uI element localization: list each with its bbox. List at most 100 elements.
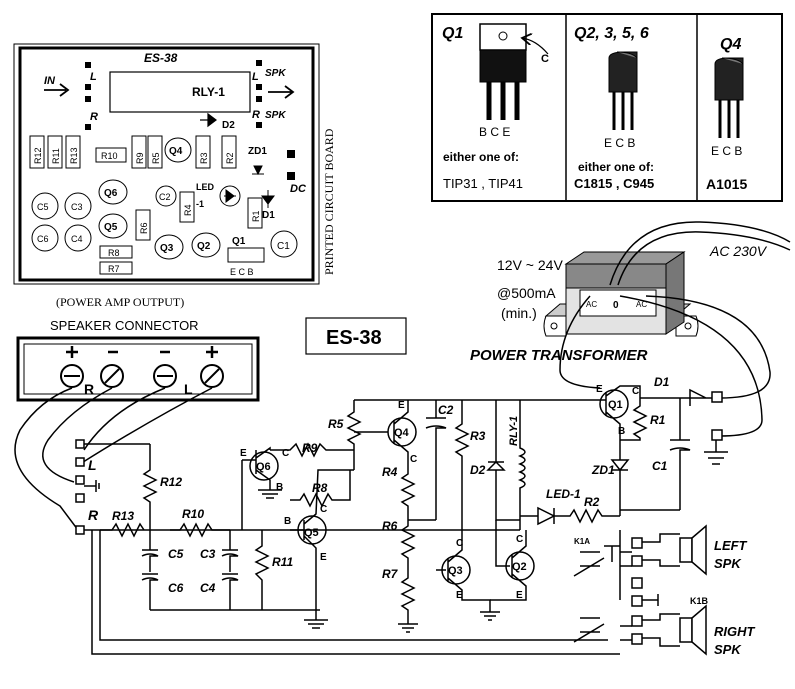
pcb-model: ES-38 [144, 51, 178, 65]
q1-parts: TIP31 , TIP41 [443, 176, 523, 191]
pcb-spk-arrow [268, 85, 295, 99]
pcb-r11: R11 [51, 148, 61, 164]
sch-d2: D2 [470, 463, 486, 477]
pcb-led-index: -1 [196, 199, 204, 209]
q2356-either: either one of: [578, 160, 654, 174]
pcb-c6: C6 [37, 234, 49, 244]
power-transformer: 12V ~ 24V @500mA (min.) AC 230V AC 0 AC … [470, 221, 791, 437]
transformer-voltage: 12V ~ 24V [497, 257, 563, 273]
q1-c-label: C [541, 53, 549, 65]
sch-c1: C1 [652, 459, 668, 473]
pcb-c2-label: C2 [159, 192, 171, 202]
sch-q2-e: E [516, 590, 523, 601]
pcb-spk-top: SPK [265, 68, 286, 79]
sch-q1-b: B [618, 426, 625, 437]
sch-q1: Q1 [608, 399, 623, 411]
pcb-c5: C5 [37, 202, 49, 212]
q2356-title: Q2, 3, 5, 6 [574, 25, 649, 42]
transistor-box: Q1 C B C E either one of: TIP31 , TIP41 … [431, 13, 783, 202]
sch-c5: C5 [168, 547, 184, 561]
sch-c4: C4 [200, 581, 216, 595]
pcb-relay-label: RLY-1 [192, 85, 225, 99]
connector-r: R [84, 381, 94, 397]
pcb-spk-l: L [252, 71, 259, 83]
pcb-relay [109, 71, 251, 113]
pcb-spk-r: R [252, 109, 260, 121]
connector-header2: SPEAKER CONNECTOR [50, 318, 199, 333]
pcb-q4-label: Q4 [169, 146, 183, 157]
pcb-zd1 [252, 165, 264, 176]
sch-right-spk-1: RIGHT [714, 624, 756, 639]
q1-tab [479, 23, 527, 51]
pcb-side-label: PRINTED CIRCUIT BOARD [322, 128, 336, 275]
sch-r5: R5 [328, 417, 344, 431]
pcb-r6-label: R6 [139, 222, 149, 234]
sch-in-r: R [88, 507, 99, 523]
sch-q5-e: E [320, 552, 327, 563]
sch-c2: C2 [438, 403, 454, 417]
transformer-ac-in: AC 230V [709, 243, 768, 259]
pcb-d1 [261, 190, 275, 208]
pcb-caps-left [31, 192, 92, 252]
pcb-dc-label: DC [290, 183, 307, 195]
pcb-r4 [179, 191, 195, 223]
q2356-parts: C1815 , C945 [574, 176, 654, 191]
sch-d1: D1 [654, 375, 670, 389]
sch-q6-c: C [282, 448, 289, 459]
pcb-r8 [99, 245, 133, 259]
pcb-r2: R2 [225, 152, 235, 164]
sch-q3-c: C [456, 538, 463, 549]
pcb-r10: R10 [101, 151, 118, 161]
pcb-r13: R13 [69, 147, 79, 164]
pcb-d2 [200, 112, 217, 128]
q1-title: Q1 [442, 25, 463, 42]
pcb-c2 [155, 185, 177, 207]
transformer-terminal-block [579, 289, 657, 317]
pcb-q5-label: Q5 [104, 222, 118, 233]
pcb-led-label: LED [196, 182, 215, 192]
pcb-in-r: R [90, 111, 98, 123]
pcb-r1-label: R1 [251, 210, 261, 222]
pcb-q1-label: Q1 [232, 236, 246, 247]
sch-left-spk-2: SPK [714, 556, 742, 571]
q2356-pins: E C B [604, 136, 635, 150]
pcb-q6 [98, 179, 128, 205]
connector-l: L [184, 381, 193, 397]
pcb-r7-label: R7 [108, 264, 120, 274]
pcb-panel: ES-38 RLY-1 IN L R SPK SPK L R PRINTED C… [13, 43, 336, 285]
pcb-c4: C4 [71, 234, 83, 244]
schematic-labels: L R R12 R13 R10 C5 C6 C3 C4 R11 Q5 Q6 R8… [88, 375, 756, 657]
pcb-q1 [227, 247, 265, 263]
sch-c6: C6 [168, 581, 184, 595]
transformer-zero: 0 [613, 300, 619, 311]
sch-r10: R10 [182, 507, 204, 521]
q2356-body [608, 51, 638, 93]
sch-q4-e: E [398, 400, 405, 411]
pcb-r6 [135, 209, 151, 241]
q4-body [714, 57, 744, 101]
q1-either: either one of: [443, 150, 519, 164]
sch-r7: R7 [382, 567, 399, 581]
speaker-connector: (POWER AMP OUTPUT) SPEAKER CONNECTOR R L [16, 295, 260, 402]
pcb-resistor-row [29, 135, 237, 169]
q1-pins: B C E [479, 125, 510, 139]
pcb-r3: R3 [199, 152, 209, 164]
sch-r1: R1 [650, 413, 666, 427]
q1-body [479, 49, 527, 83]
pcb-r4-label: R4 [183, 204, 193, 216]
sch-q2: Q2 [512, 561, 527, 573]
transformer-current: @500mA [497, 285, 556, 301]
sch-q6: Q6 [256, 461, 271, 473]
sch-q2-c: C [516, 534, 523, 545]
pcb-r1 [247, 197, 263, 229]
sch-r6: R6 [382, 519, 398, 533]
sch-q5-c: C [320, 504, 327, 515]
transformer-min: (min.) [501, 305, 537, 321]
sch-q6-e: E [240, 448, 247, 459]
pcb-r12: R12 [33, 147, 43, 164]
pcb-in-l: L [90, 71, 97, 83]
sch-in-l: L [88, 457, 97, 473]
sch-r9: R9 [302, 441, 318, 455]
sch-right-spk-2: SPK [714, 642, 742, 657]
pcb-r7 [99, 261, 133, 275]
